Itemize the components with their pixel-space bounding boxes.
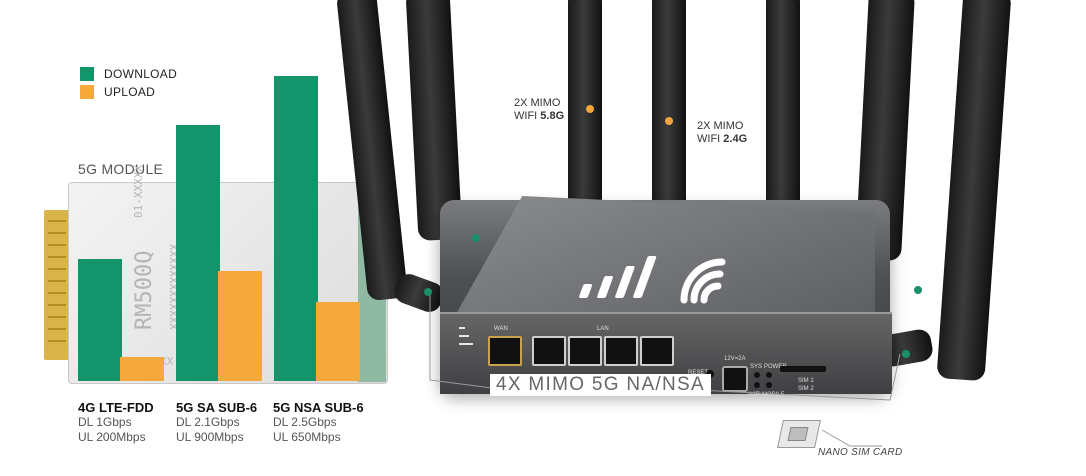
brand-mark-icon: [459, 327, 473, 345]
bar-download-2: [274, 76, 318, 381]
wifi-24g-line1: 2X MIMO: [697, 120, 744, 132]
module-connector: [44, 210, 70, 360]
category-4g: 4G LTE-FDD DL 1Gbps UL 200Mbps: [78, 400, 154, 445]
category-5g-sa: 5G SA SUB-6 DL 2.1Gbps UL 900Mbps: [176, 400, 257, 445]
wifi-24g-label: 2X MIMO WIFI 2.4G: [697, 120, 747, 146]
wan-port[interactable]: [488, 336, 522, 366]
nano-sim-label: NANO SIM CARD: [818, 447, 903, 458]
signal-wifi-logo-icon: [579, 256, 726, 304]
category-5g-nsa: 5G NSA SUB-6 DL 2.5Gbps UL 650Mbps: [273, 400, 364, 445]
marker-5g-antenna-1: [472, 234, 480, 242]
wifi-5g-label: 2X MIMO WIFI 5.8G: [514, 97, 564, 123]
nano-sim-tray-icon: [777, 420, 821, 448]
download-swatch: [80, 67, 94, 81]
label-lan: LAN: [597, 326, 609, 332]
bar-download-1: [176, 125, 220, 381]
wifi-24g-line2: WIFI 2.4G: [697, 133, 748, 145]
sim-slot[interactable]: [780, 366, 826, 372]
label-wan: WAN: [494, 326, 508, 332]
antenna-wifi-5g: [568, 0, 602, 220]
legend-upload: UPLOAD: [80, 85, 155, 99]
category-4g-ul: UL 200Mbps: [78, 430, 146, 444]
legend-download-label: DOWNLOAD: [104, 67, 178, 81]
legend-download: DOWNLOAD: [80, 67, 177, 81]
upload-swatch: [80, 85, 94, 99]
antenna-right-mid: [766, 0, 800, 220]
module-title: 5G MODULE: [78, 161, 164, 177]
antenna-wifi-24g: [652, 0, 686, 215]
marker-5g-antenna-3: [914, 286, 922, 294]
legend-upload-label: UPLOAD: [104, 85, 156, 99]
category-5g-sa-ul: UL 900Mbps: [176, 430, 244, 444]
marker-wifi-5g: [586, 105, 594, 113]
bar-upload-1: [218, 271, 262, 381]
router-top: [455, 196, 875, 316]
category-5g-nsa-title: 5G NSA SUB-6: [273, 400, 364, 415]
bar-download-0: [78, 259, 122, 381]
marker-wifi-24g: [665, 117, 673, 125]
lan-port-2[interactable]: [568, 336, 602, 366]
category-4g-title: 4G LTE-FDD: [78, 400, 154, 415]
mimo-5g-label: 4X MIMO 5G NA/NSA: [490, 374, 711, 396]
label-mobile: MOBILE: [762, 392, 785, 398]
bar-upload-0: [120, 357, 164, 381]
bar-upload-2: [316, 302, 360, 381]
led-mobile: [766, 382, 772, 388]
led-wifi: [754, 382, 760, 388]
category-5g-nsa-ul: UL 650Mbps: [273, 430, 341, 444]
category-5g-sa-title: 5G SA SUB-6: [176, 400, 258, 415]
label-sim-slot: SIM SLOT: [792, 396, 821, 402]
label-sim1: SIM 1: [798, 378, 814, 384]
lan-port-4[interactable]: [640, 336, 674, 366]
power-jack[interactable]: [722, 366, 748, 392]
wifi-5g-line2: WIFI 5.8G: [514, 110, 565, 122]
lan-port-1[interactable]: [532, 336, 566, 366]
category-4g-dl: DL 1Gbps: [78, 415, 132, 429]
led-sys: [754, 372, 760, 378]
label-reset: RESET: [688, 370, 709, 376]
label-power-input: 12V=2A: [724, 356, 746, 362]
label-pwr: POWER: [764, 364, 787, 370]
label-sys: SYS: [750, 364, 763, 370]
category-5g-sa-dl: DL 2.1Gbps: [176, 415, 240, 429]
marker-5g-antenna-2: [424, 288, 432, 296]
marker-5g-antenna-4: [902, 350, 910, 358]
label-wifi: WIFI: [748, 392, 761, 398]
lan-port-3[interactable]: [604, 336, 638, 366]
wifi-5g-line1: 2X MIMO: [514, 97, 561, 109]
category-5g-nsa-dl: DL 2.5Gbps: [273, 415, 337, 429]
label-sim2: SIM 2: [798, 386, 814, 392]
led-power: [766, 372, 772, 378]
